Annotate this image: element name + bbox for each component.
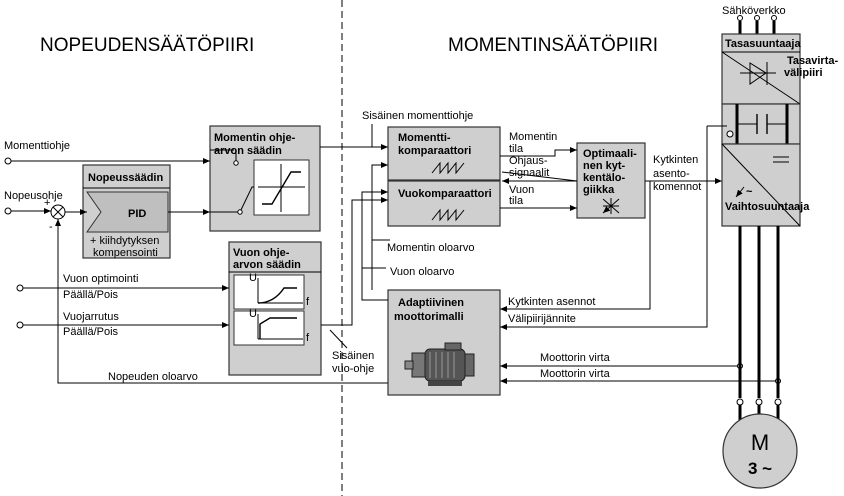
inverter-block: ~ Vaihtosuuntaaja <box>721 143 810 227</box>
torque-comp-title-2: komparaattori <box>398 145 471 157</box>
pid-label: PID <box>128 208 146 220</box>
speed-controller-block: Nopeussäädin PID + kiihdytyksen kompenso… <box>82 164 171 259</box>
rectifier-block: Tasasuuntaaja Tasavirta- välipiiri <box>721 33 838 105</box>
motor-current-label-2: Moottorin virta <box>540 368 611 380</box>
flux-state-label-1: Vuon <box>509 184 534 196</box>
speed-ref-input-label: Nopeusohje <box>4 190 63 202</box>
flux-brake-label-1: Vuojarrutus <box>63 311 119 323</box>
torque-loop-title: MOMENTINSÄÄTÖPIIRI <box>448 35 658 56</box>
dc-voltage-label: Välipiirijännite <box>508 313 576 325</box>
torque-comp-title-1: Momentti- <box>398 132 451 144</box>
flux-f-axis-1: f <box>306 296 310 308</box>
internal-flux-ref-label-2: vuo-ohje <box>332 363 374 375</box>
grid-label: Sähköverkko <box>722 5 786 17</box>
inverter-title: Vaihtosuuntaaja <box>725 201 810 213</box>
torque-comparator-block: Momentti- komparaattori <box>387 126 501 181</box>
dc-link-label-2: välipiiri <box>784 67 823 79</box>
torque-ref-controller-block: Momentin ohje- arvon säädin <box>209 125 321 232</box>
flux-opt-label-2: Päällä/Pois <box>63 289 119 301</box>
motor-letter: M <box>751 430 769 455</box>
switch-cmd-label-2: asento- <box>653 168 690 180</box>
flux-f-axis-2: f <box>306 332 310 344</box>
switch-cmd-label-1: Kytkinten <box>653 154 698 166</box>
motor-phases: 3 ~ <box>748 459 772 478</box>
optimal-switching-logic-block: Optimaali- nen kyt- kentälo- giikka <box>576 142 646 218</box>
flux-comp-title: Vuokomparaattori <box>398 188 492 200</box>
sum-plus: + <box>44 197 50 209</box>
sum-minus: - <box>49 221 53 233</box>
motor-model-title-1: Adaptiivinen <box>398 297 464 309</box>
internal-torque-ref-label: Sisäinen momenttiohje <box>362 110 473 122</box>
rectifier-title: Tasasuuntaaja <box>725 38 801 50</box>
torque-state-label-1: Momentin <box>509 131 557 143</box>
flux-state-label-2: tila <box>509 195 524 207</box>
control-signals-label-1: Ohjaus- <box>509 155 548 167</box>
speed-loop-title: NOPEUDENSÄÄTÖPIIRI <box>40 35 254 56</box>
switch-cmd-label-3: komennot <box>653 181 701 193</box>
flux-ref-ctrl-title-1: Vuon ohje- <box>233 247 290 259</box>
motor-model-title-2: moottorimalli <box>394 311 464 323</box>
flux-ref-controller-block: Vuon ohje- arvon säädin U f U f <box>228 241 322 376</box>
flux-u-axis-2: U <box>249 308 257 320</box>
torque-actual-label: Momentin oloarvo <box>387 242 474 254</box>
adaptive-motor-model-block: Adaptiivinen moottorimalli <box>387 289 501 396</box>
opt-logic-line-2: nen kyt- <box>583 160 626 172</box>
inverter-tilde: ~ <box>746 186 753 198</box>
accel-comp-note-2: kompensointi <box>93 247 158 259</box>
flux-u-axis-1: U <box>249 272 257 284</box>
flux-opt-label-1: Vuon optimointi <box>63 273 138 285</box>
flux-comparator-block: Vuokomparaattori <box>387 180 501 227</box>
accel-comp-note-1: + kiihdytyksen <box>90 235 159 247</box>
flux-actual-label: Vuon oloarvo <box>390 266 454 278</box>
motor-current-label-1: Moottorin virta <box>540 352 611 364</box>
motor-icon <box>424 348 466 382</box>
opt-logic-line-1: Optimaali- <box>583 148 637 160</box>
torque-ref-ctrl-title-2: arvon säädin <box>214 145 282 157</box>
torque-ref-input-label: Momenttiohje <box>4 140 70 152</box>
internal-flux-ref-label-1: Sisäinen <box>332 350 374 362</box>
switch-positions-label: Kytkinten asennot <box>508 296 595 308</box>
speed-controller-title: Nopeussäädin <box>88 172 163 184</box>
opt-logic-line-4: giikka <box>583 184 615 196</box>
flux-brake-label-2: Päällä/Pois <box>63 326 119 338</box>
torque-state-label-2: tila <box>509 143 524 155</box>
speed-actual-label: Nopeuden oloarvo <box>108 371 198 383</box>
opt-logic-line-3: kentälo- <box>583 172 626 184</box>
flux-ref-ctrl-title-2: arvon säädin <box>233 259 301 271</box>
torque-ref-ctrl-title-1: Momentin ohje- <box>214 132 296 144</box>
dc-link-label-1: Tasavirta- <box>787 55 838 67</box>
induction-motor: M 3 ~ <box>722 413 798 489</box>
